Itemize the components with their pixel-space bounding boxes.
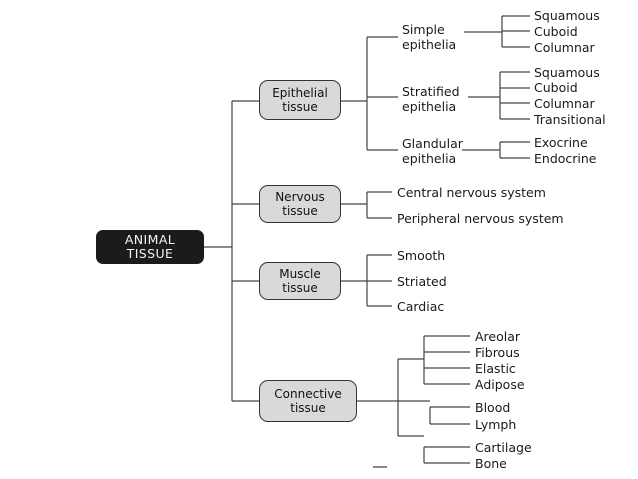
leaf-glandular-endocrine: Endocrine xyxy=(534,151,597,166)
leaf-stratified-transitional: Transitional xyxy=(534,112,606,127)
leaf-stratified-squamous: Squamous xyxy=(534,65,600,80)
bottom-dash-mark xyxy=(373,466,387,468)
node-connective-tissue: Connective tissue xyxy=(259,380,357,422)
node-muscle-tissue: Muscle tissue xyxy=(259,262,341,300)
leaf-muscle-cardiac: Cardiac xyxy=(397,299,445,314)
node-stratified-epithelia: Stratified epithelia xyxy=(402,84,460,114)
leaf-connective-cartilage: Cartilage xyxy=(475,440,532,455)
leaf-connective-adipose: Adipose xyxy=(475,377,525,392)
leaf-connective-areolar: Areolar xyxy=(475,329,521,344)
leaf-connective-bone: Bone xyxy=(475,456,507,471)
leaf-stratified-cuboid: Cuboid xyxy=(534,80,578,95)
node-simple-epithelia: Simple epithelia xyxy=(402,22,457,52)
leaf-connective-fibrous: Fibrous xyxy=(475,345,520,360)
leaf-simple-columnar: Columnar xyxy=(534,40,595,55)
leaf-muscle-smooth: Smooth xyxy=(397,248,446,263)
leaf-simple-cuboid: Cuboid xyxy=(534,24,578,39)
node-epithelial-tissue: Epithelial tissue xyxy=(259,80,341,120)
leaf-glandular-exocrine: Exocrine xyxy=(534,135,588,150)
node-nervous-tissue: Nervous tissue xyxy=(259,185,341,223)
leaf-stratified-columnar: Columnar xyxy=(534,96,595,111)
leaf-connective-elastic: Elastic xyxy=(475,361,516,376)
root-node-animal-tissue: ANIMAL TISSUE xyxy=(96,230,204,264)
leaf-muscle-striated: Striated xyxy=(397,274,447,289)
leaf-central-nervous-system: Central nervous system xyxy=(397,185,546,200)
node-glandular-epithelia: Glandular epithelia xyxy=(402,136,463,166)
leaf-simple-squamous: Squamous xyxy=(534,8,600,23)
leaf-connective-blood: Blood xyxy=(475,400,511,415)
leaf-connective-lymph: Lymph xyxy=(475,417,517,432)
leaf-peripheral-nervous-system: Peripheral nervous system xyxy=(397,211,564,226)
